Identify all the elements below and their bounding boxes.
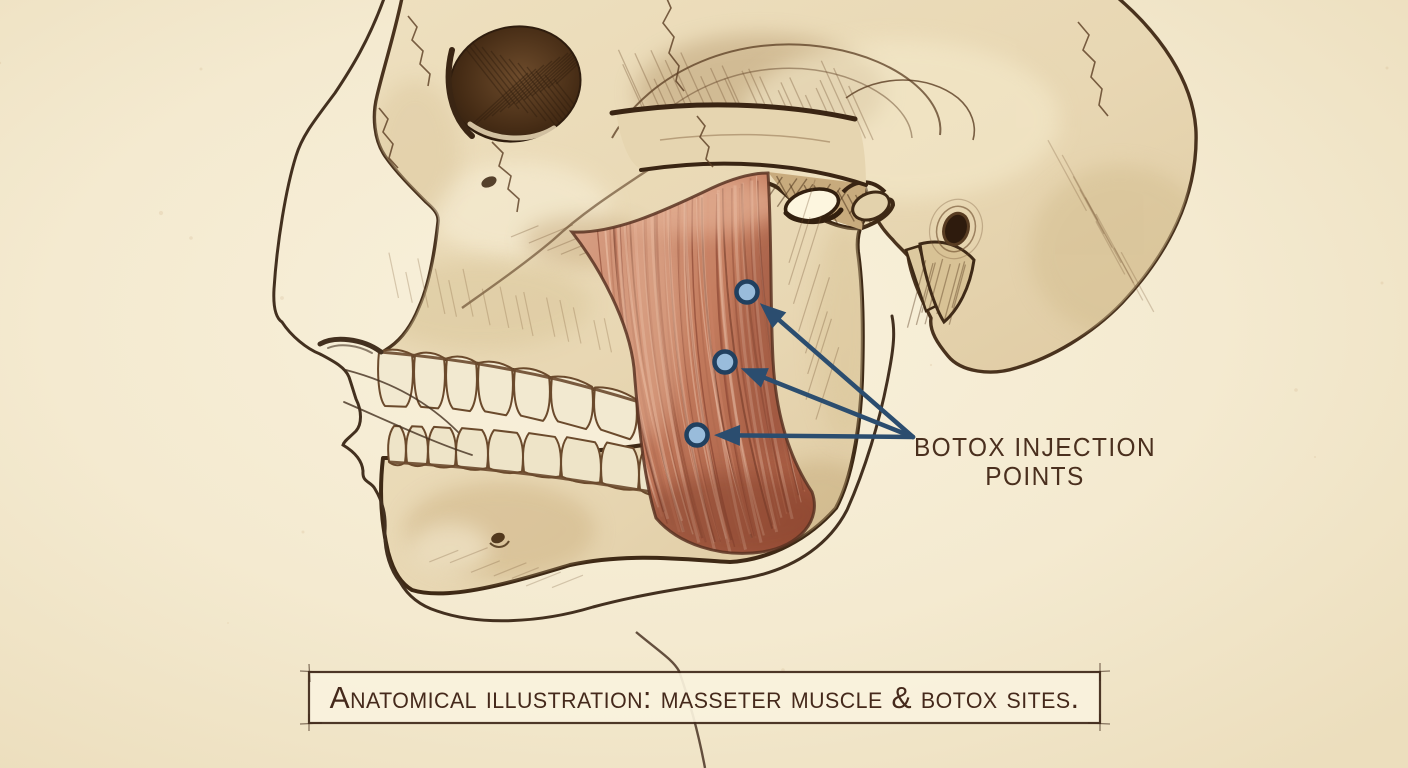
arch-suture [696, 115, 714, 168]
annotation-arrow [731, 433, 916, 440]
annotation-arrowhead [759, 303, 787, 329]
caption-frame [299, 663, 1111, 731]
annotation-arrow [757, 373, 916, 440]
injection-point-dot [734, 279, 760, 305]
infraorbital-foramen [481, 176, 497, 188]
ear-canal [928, 198, 984, 260]
injection-point-dot [712, 349, 738, 375]
annotation-arrow [772, 314, 916, 440]
eye-socket [445, 25, 593, 150]
temporomandibular-joint [429, 172, 984, 589]
upper-teeth [377, 348, 675, 451]
injection-points-label-line1: BOTOX INJECTION [913, 432, 1157, 462]
lip-line [345, 369, 459, 433]
lower-gum-line [388, 460, 659, 495]
detail-hatching [429, 179, 967, 589]
suture-lines [407, 0, 1109, 213]
annotation-arrowhead [713, 424, 741, 446]
injection-annotations [684, 279, 916, 448]
face-profile-line [272, 0, 896, 623]
zygomatic-arch [609, 102, 868, 187]
injection-points-label-line2: POINTS [985, 461, 1085, 491]
upper-gum-line [378, 350, 653, 408]
condyle [851, 190, 891, 222]
injection-point-dot [684, 422, 710, 448]
mental-foramen [489, 532, 510, 548]
annotation-arrowhead [740, 368, 769, 388]
injection-points-label: BOTOX INJECTION POINTS [902, 433, 1169, 491]
nostril [317, 336, 384, 355]
caption-text: Anatomical illustration: masseter muscle… [329, 679, 1080, 715]
temporal-line [611, 43, 942, 139]
